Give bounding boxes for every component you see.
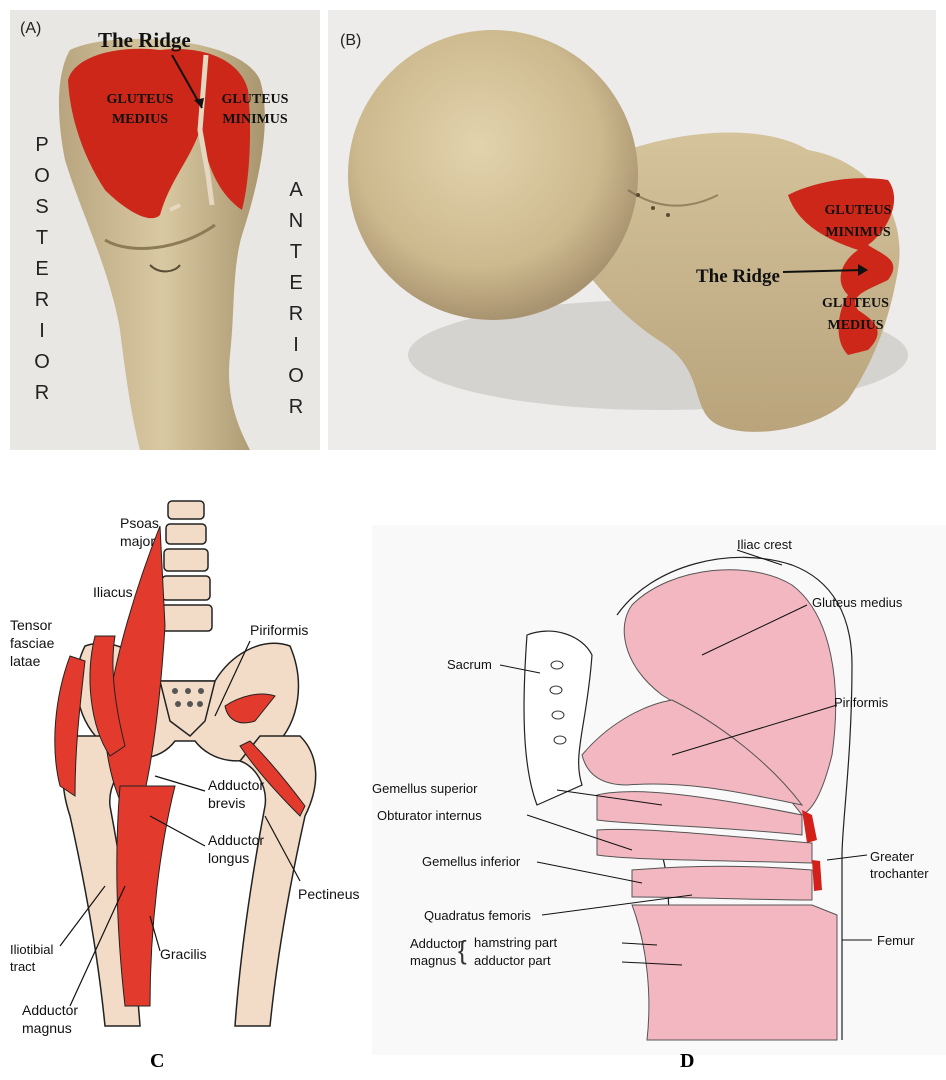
panel-b-tag: (B) <box>340 32 361 50</box>
panel-b-gluteus-minimus-label: GLUTEUS MINIMUS <box>813 200 903 244</box>
panel-c-diagram: Psoas major Iliacus Tensor fasciae latae… <box>0 486 380 1051</box>
label-pectineus: Pectineus <box>298 886 359 902</box>
label-sacrum: Sacrum <box>447 657 492 672</box>
label-piriformis-c: Piriformis <box>250 622 308 638</box>
label-femur: Femur <box>877 933 915 948</box>
panel-b-ridge-label: The Ridge <box>696 266 780 288</box>
brace-symbol: { <box>458 935 467 965</box>
label-quadratus-femoris: Quadratus femoris <box>424 908 531 923</box>
label-adductor-brevis: Adductor brevis <box>208 776 278 812</box>
label-psoas-major: Psoas major <box>120 514 180 550</box>
label-gemellus-superior: Gemellus superior <box>372 781 478 796</box>
panel-b-photo: (B) GLUTEUS MINIMUS The Ridge GLUTEUS ME… <box>328 10 936 450</box>
label-adductor-part: adductor part <box>474 953 551 968</box>
label-greater-trochanter: Greater trochanter <box>870 848 946 882</box>
label-piriformis-d: Piriformis <box>834 695 888 710</box>
psoas-major-muscle <box>105 526 165 826</box>
label-tensor-fasciae-latae: Tensor fasciae latae <box>10 616 65 670</box>
panel-a-gluteus-medius-label: GLUTEUS MEDIUS <box>90 90 190 130</box>
label-adductor-longus: Adductor longus <box>208 831 278 867</box>
label-iliac-crest: Iliac crest <box>737 537 792 552</box>
label-adductor-magnus-d: Adductor magnus <box>410 935 460 969</box>
panel-d-diagram: Iliac crest Gluteus medius Sacrum Pirifo… <box>372 525 946 1055</box>
panel-a-tag: (A) <box>20 20 41 38</box>
panel-a-ridge-label: The Ridge <box>98 28 191 53</box>
label-gluteus-medius-d: Gluteus medius <box>812 595 902 610</box>
label-gemellus-inferior: Gemellus inferior <box>422 854 520 869</box>
caption-c: C <box>150 1050 164 1073</box>
label-iliotibial-tract: Iliotibial tract <box>10 941 65 975</box>
caption-d: D <box>680 1050 694 1073</box>
label-gracilis: Gracilis <box>160 946 207 962</box>
panel-a-gluteus-minimus-label: GLUTEUS MINIMUS <box>210 90 300 130</box>
label-hamstring-part: hamstring part <box>474 935 557 950</box>
label-adductor-magnus-c: Adductor magnus <box>22 1001 82 1037</box>
panel-b-gluteus-medius-label: GLUTEUS MEDIUS <box>808 293 903 337</box>
panel-a-photo: (A) The Ridge GLUTEUS MEDIUS GLUTEUS MIN… <box>10 10 320 450</box>
label-iliacus: Iliacus <box>93 584 133 600</box>
femur-top-view-photo <box>10 10 320 450</box>
label-obturator-internus: Obturator internus <box>377 808 482 823</box>
